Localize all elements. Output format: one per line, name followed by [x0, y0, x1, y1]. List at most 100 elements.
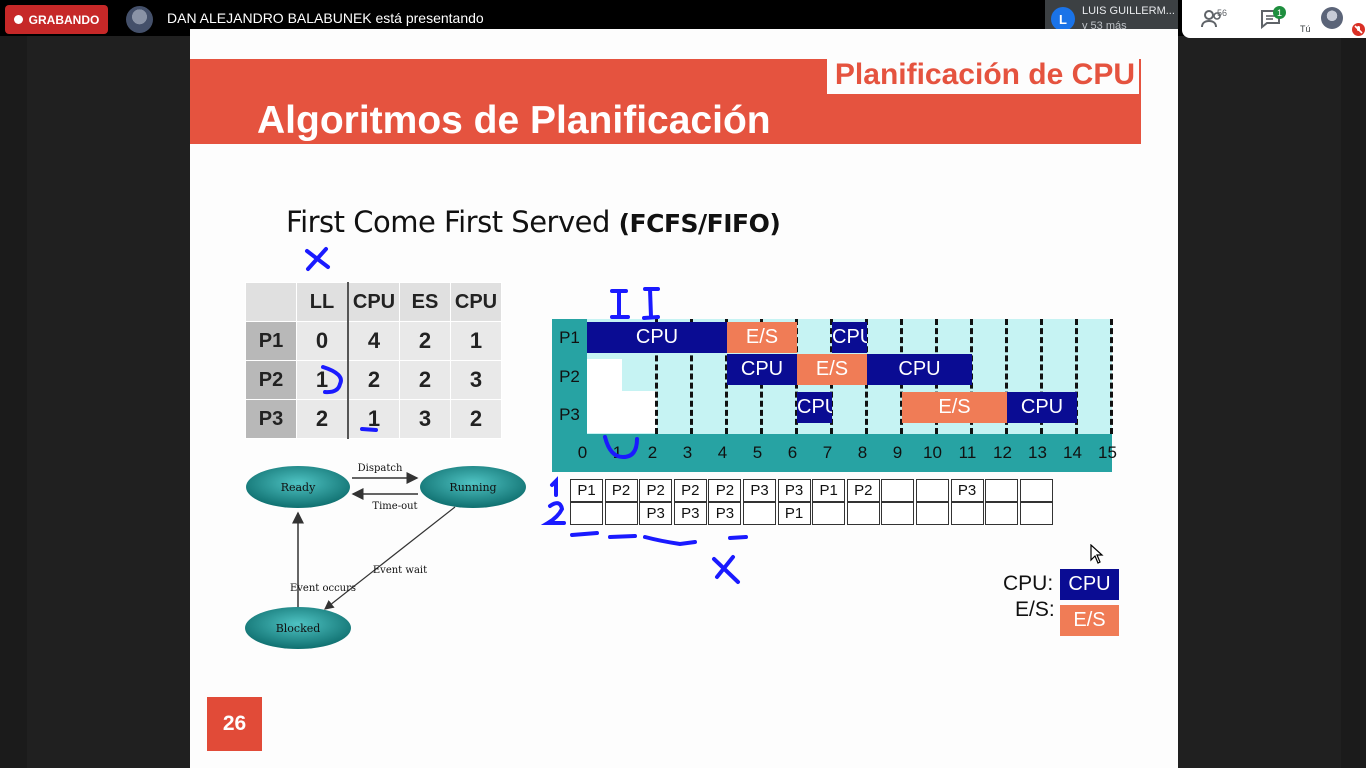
title-banner: Planificación de CPU Algoritmos de Plani… [190, 58, 1141, 144]
queue-cell: P2 [846, 479, 880, 502]
process-table: LL CPU ES CPU P1 0 4 2 1 P2 1 2 2 3 P3 2… [245, 282, 502, 439]
slide-title: Algoritmos de Planificación [257, 99, 771, 142]
self-label: Tú [1300, 24, 1311, 34]
gantt-time-axis [552, 434, 1112, 472]
gantt-gridline [1110, 319, 1113, 434]
gantt-tick-label: 14 [1063, 443, 1082, 462]
gantt-tick-label: 2 [647, 443, 658, 462]
queue-cell: P3 [950, 479, 984, 502]
legend-es-label: E/S: [1015, 598, 1055, 621]
people-icon[interactable] [1200, 8, 1224, 30]
recording-label: GRABANDO [28, 12, 100, 27]
gantt-tick-label: 5 [752, 443, 763, 462]
table-cell: 3 [450, 360, 502, 400]
gantt-cpu-block: CPU [727, 354, 797, 385]
queue-cell [604, 502, 638, 525]
table-cell: 1 [296, 360, 349, 400]
table-cell: 2 [399, 321, 451, 361]
gantt-chart: P1 P2 P3 CPUE/SCPUCPUE/SCPUCPUE/SCPU0123… [552, 319, 1117, 472]
queue-cell [1019, 502, 1053, 525]
queue-cell: P1 [812, 479, 846, 502]
gantt-cpu-block: CPU [797, 392, 832, 423]
table-cell: 2 [296, 399, 349, 439]
queue-cell [570, 502, 603, 525]
queue-cell [985, 479, 1019, 502]
ink-x-mark [712, 555, 740, 584]
gantt-row-label: P2 [559, 367, 580, 386]
queue-cell: P3 [743, 479, 776, 502]
queue-cell: P1 [570, 479, 603, 502]
gantt-es-block: E/S [727, 322, 797, 353]
queue-cell [881, 479, 915, 502]
table-cell: 2 [399, 360, 451, 400]
table-cell: 1 [450, 321, 502, 361]
gantt-idle-area [587, 391, 622, 433]
table-cell: 2 [347, 360, 400, 400]
event-wait-arrow [324, 506, 456, 610]
dispatch-label: Dispatch [358, 463, 403, 474]
gantt-gridline [1075, 319, 1078, 434]
gantt-tick-label: 12 [993, 443, 1012, 462]
self-avatar[interactable] [1321, 7, 1343, 29]
gantt-tick-label: 1 [612, 443, 623, 462]
gantt-cpu-block: CPU [587, 322, 727, 353]
gantt-row-label: P3 [559, 405, 580, 424]
ink-digit-1 [550, 476, 558, 497]
gantt-tick-label: 7 [822, 443, 833, 462]
gantt-tick-label: 15 [1098, 443, 1117, 462]
legend-cpu-label: CPU: [1003, 572, 1054, 595]
table-row-header: P1 [245, 321, 297, 361]
ready-label: Ready [281, 481, 316, 494]
chat-count-badge: 1 [1273, 6, 1286, 19]
gantt-gridline [655, 319, 658, 434]
gantt-tick-label: 4 [717, 443, 728, 462]
right-margin [1178, 36, 1341, 768]
queue-cell: P3 [673, 502, 707, 525]
table-cell: 2 [450, 399, 502, 439]
subtitle-main: First Come First Served [286, 205, 610, 239]
recording-badge[interactable]: GRABANDO [5, 5, 108, 34]
queue-cell [881, 502, 915, 525]
blocked-state [245, 607, 351, 649]
record-dot-icon [13, 15, 23, 24]
people-count: 56 [1217, 8, 1228, 18]
gantt-tick-label: 3 [682, 443, 693, 462]
gantt-idle-area [587, 359, 622, 394]
page-number: 26 [207, 697, 262, 751]
queue-cell [743, 502, 776, 525]
participant-name: LUIS GUILLERM... [1082, 5, 1175, 17]
ink-dashes [570, 531, 748, 547]
presenter-text: DAN ALEJANDRO BALABUNEK está presentando [167, 10, 484, 26]
right-edge [1341, 0, 1366, 768]
left-margin [27, 36, 190, 768]
presentation-slide: Planificación de CPU Algoritmos de Plani… [190, 29, 1178, 768]
queue-cell: P2 [673, 479, 707, 502]
queue-cell [1019, 479, 1053, 502]
event-wait-label: Event wait [373, 565, 427, 576]
queue-cell: P3 [777, 479, 811, 502]
table-header-row: LL CPU ES CPU [245, 282, 502, 322]
table-row-header: P3 [245, 399, 297, 439]
mouse-cursor-icon [1090, 544, 1104, 564]
event-occurs-label: Event occurs [290, 583, 356, 594]
ink-digit-2 [540, 501, 566, 525]
gantt-tick-label: 13 [1028, 443, 1047, 462]
gantt-tick-label: 9 [892, 443, 903, 462]
table-header-cell: CPU [347, 282, 400, 322]
left-edge [0, 0, 27, 768]
queue-cell [846, 502, 880, 525]
section-title: Planificación de CPU [826, 58, 1139, 94]
ink-i-mark [610, 289, 630, 319]
queue-cell [916, 479, 949, 502]
table-row: P1 0 4 2 1 [245, 321, 502, 361]
participant-avatar: L [1051, 7, 1075, 31]
gantt-es-block: E/S [797, 354, 867, 385]
table-cell: 4 [347, 321, 400, 361]
queue-cell: P3 [639, 502, 673, 525]
gantt-tick-label: 0 [577, 443, 588, 462]
table-cell: 1 [347, 399, 400, 439]
table-row: P2 1 2 2 3 [245, 360, 502, 400]
queue-cell [916, 502, 949, 525]
queue-cell: P2 [639, 479, 673, 502]
timeout-label: Time-out [372, 501, 417, 512]
